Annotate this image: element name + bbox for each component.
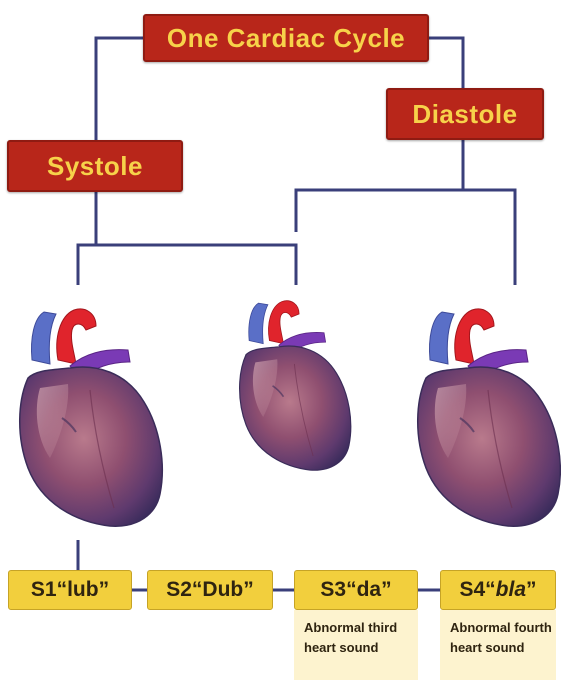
sound-word-open-quote: “: [485, 578, 496, 602]
sound-word: “da”: [346, 578, 392, 602]
heart-illustration: [20, 309, 163, 526]
heart-illustration: [240, 301, 351, 470]
note-line: Abnormal fourth: [450, 618, 550, 638]
sound-word: bla: [496, 578, 526, 602]
sound-label-prefix: S4: [459, 578, 485, 602]
sound-word-close-quote: ”: [526, 578, 537, 602]
sound-tab-s2: S2 “Dub”: [147, 570, 273, 610]
heart-illustration: [418, 309, 561, 526]
sound-tab-s3: S3 “da”: [294, 570, 418, 610]
note-line: heart sound: [304, 638, 412, 658]
note-s3: Abnormal third heart sound: [294, 610, 418, 680]
diastole-box: Diastole: [386, 88, 544, 140]
sound-tab-s1: S1 “lub”: [8, 570, 132, 610]
systole-box: Systole: [7, 140, 183, 192]
note-line: heart sound: [450, 638, 550, 658]
title-box: One Cardiac Cycle: [143, 14, 429, 62]
sound-word: “lub”: [57, 578, 110, 602]
sound-word: “Dub”: [192, 578, 254, 602]
sound-label-prefix: S3: [320, 578, 346, 602]
note-s4: Abnormal fourth heart sound: [440, 610, 556, 680]
note-line: Abnormal third: [304, 618, 412, 638]
sound-label-prefix: S1: [31, 578, 57, 602]
sound-label-prefix: S2: [166, 578, 192, 602]
sound-tab-s4: S4 “bla”: [440, 570, 556, 610]
